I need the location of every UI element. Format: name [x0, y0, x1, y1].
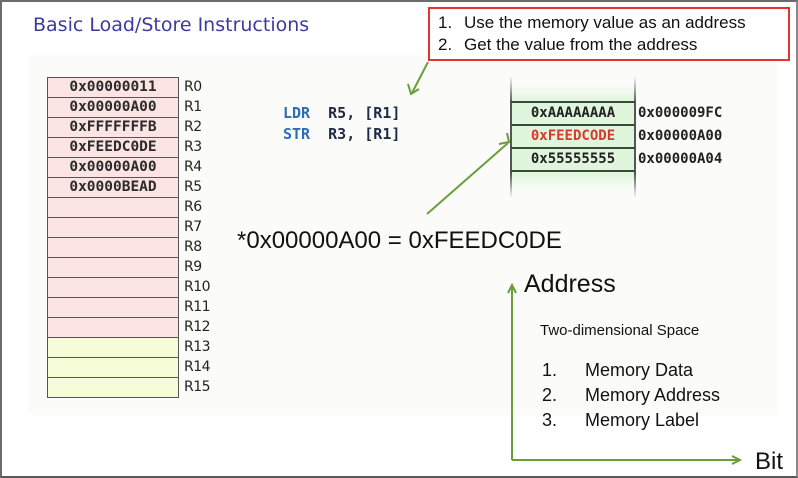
list-text: Memory Address [585, 385, 721, 405]
register-label: R4 [184, 159, 202, 175]
list-text: Memory Label [585, 410, 700, 430]
list-item: 3. Memory Label [542, 410, 699, 431]
note-number: 1. [438, 13, 453, 32]
note-text: Use the memory value as an address [464, 13, 746, 32]
code-line-ldr: LDR R5, [R1] [283, 104, 400, 122]
register-label: R5 [184, 179, 202, 195]
register-table: 0x00000011 R0 0x00000A00 R1 0xFFFFFFFB R2 0xFE… [47, 77, 211, 398]
register-label: R12 [184, 319, 211, 335]
dereference-formula: *0x00000A00 = 0xFEEDC0DE [237, 227, 562, 254]
register-value: 0x00000A00 [69, 159, 157, 175]
register-row: 0x00000A00 R4 [47, 157, 202, 178]
operands: R3, [R1] [328, 125, 401, 143]
memory-cell-highlighted: 0xFEEDCODE [510, 124, 636, 147]
y-axis-label: Address [524, 270, 616, 298]
register-label: R11 [184, 299, 211, 315]
register-value: 0xFFFFFFFB [69, 119, 157, 135]
list-text: Memory Data [585, 360, 694, 380]
register-label: R15 [184, 379, 211, 395]
opcode: STR [283, 125, 311, 143]
register-row: R10 [47, 277, 211, 298]
register-label: R14 [184, 359, 211, 375]
register-label: R10 [184, 279, 211, 295]
memory-address: 0x00000A04 [638, 151, 723, 167]
opcode: LDR [283, 104, 311, 122]
register-row: 0xFFFFFFFB R2 [47, 117, 202, 138]
register-value: 0x00000011 [69, 79, 157, 95]
note-text: Get the value from the address [464, 35, 698, 54]
two-d-space-title: Two-dimensional Space [540, 322, 700, 339]
note-number: 2. [438, 35, 453, 54]
register-row: R13 [47, 337, 211, 358]
note-box: 1. Use the memory value as an address 2. G… [428, 7, 790, 61]
memory-cell: 0xAAAAAAAA [510, 101, 636, 124]
register-row: 0x00000011 R0 [47, 77, 202, 98]
register-row: R15 [47, 377, 211, 398]
register-label: R13 [184, 339, 211, 355]
slide-title: Basic Load/Store Instructions [33, 14, 310, 36]
register-row: R7 [47, 217, 202, 238]
memory-address: 0x000009FC [638, 105, 723, 121]
register-row: 0x00000A00 R1 [47, 97, 202, 118]
register-row: R9 [47, 257, 202, 278]
register-row: 0x0000BEAD R5 [47, 177, 202, 198]
register-label: R0 [184, 79, 202, 95]
register-label: R1 [184, 99, 202, 115]
register-row: R6 [47, 197, 202, 218]
operands: R5, [R1] [328, 104, 401, 122]
register-row: R12 [47, 317, 211, 338]
register-value: 0x0000BEAD [69, 179, 157, 195]
register-row: R8 [47, 237, 202, 258]
code-line-str: STR R3, [R1] [283, 125, 400, 143]
list-number: 1. [542, 360, 558, 380]
note-item: 2. Get the value from the address [438, 35, 697, 55]
register-label: R8 [184, 239, 202, 255]
register-label: R2 [184, 119, 202, 135]
memory-address: 0x00000A00 [638, 128, 723, 144]
register-value: 0x00000A00 [69, 99, 157, 115]
register-row: 0xFEEDC0DE R3 [47, 137, 202, 158]
register-label: R9 [184, 259, 202, 275]
register-label: R6 [184, 199, 202, 215]
memory-cell: 0x55555555 [510, 147, 636, 172]
note-item: 1. Use the memory value as an address [438, 13, 746, 33]
register-label: R3 [184, 139, 202, 155]
register-value: 0xFEEDC0DE [69, 139, 157, 155]
list-number: 3. [542, 410, 558, 430]
register-row: R14 [47, 357, 211, 378]
register-label: R7 [184, 219, 202, 235]
list-item: 2. Memory Address [542, 385, 720, 406]
list-item: 1. Memory Data [542, 360, 693, 381]
list-number: 2. [542, 385, 558, 405]
register-row: R11 [47, 297, 211, 318]
x-axis-label: Bit [755, 448, 784, 475]
